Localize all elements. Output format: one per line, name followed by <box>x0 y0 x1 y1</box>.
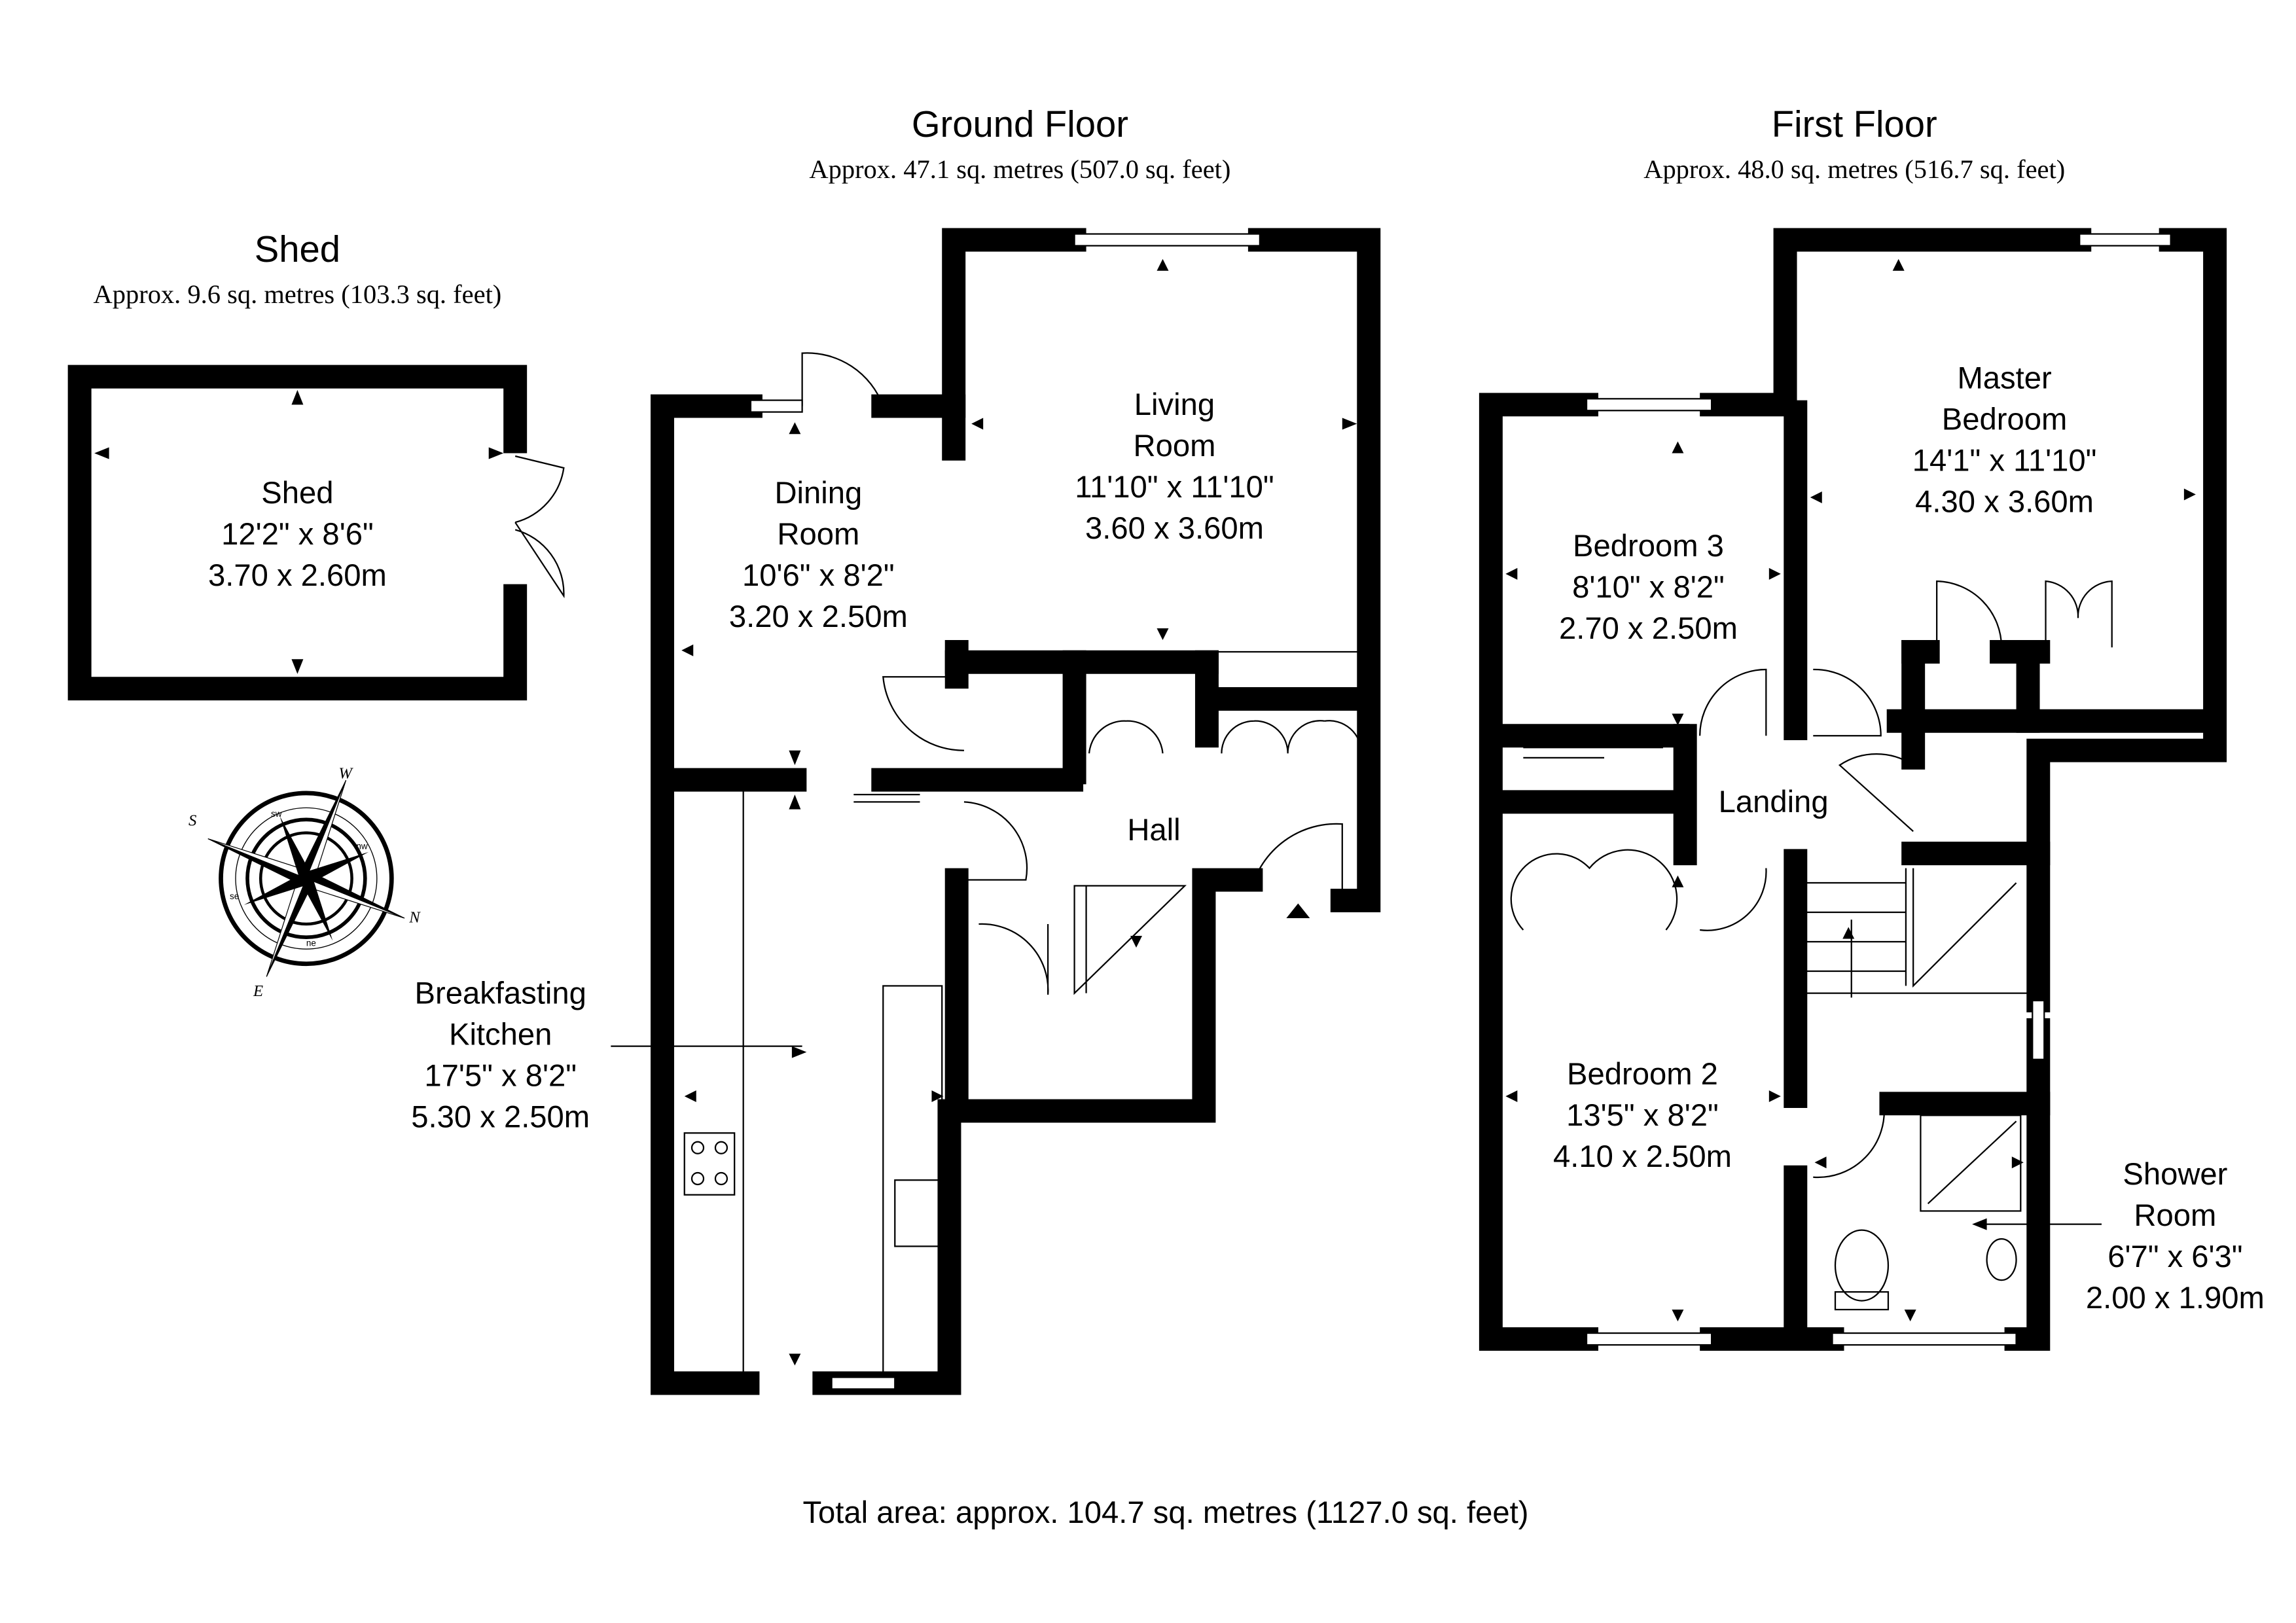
ground-floor-area: Approx. 47.1 sq. metres (507.0 sq. feet) <box>809 154 1230 184</box>
living-imperial: 11'10" x 11'10" <box>1075 470 1274 505</box>
ground-floor-plan <box>611 228 1381 1395</box>
total-area: Total area: approx. 104.7 sq. metres (11… <box>802 1495 1528 1530</box>
bedroom2-imperial: 13'5" x 8'2" <box>1566 1098 1719 1133</box>
dining-imperial: 10'6" x 8'2" <box>742 558 895 593</box>
master-name2: Bedroom <box>1942 402 2068 437</box>
shower-name1: Shower <box>2123 1157 2227 1192</box>
shower-metric: 2.00 x 1.90m <box>2086 1281 2265 1315</box>
first-floor-plan <box>1479 228 2227 1351</box>
master-imperial: 14'1" x 11'10" <box>1912 443 2097 478</box>
shed-plan <box>67 365 565 701</box>
landing-name: Landing <box>1719 785 1829 819</box>
living-metric: 3.60 x 3.60m <box>1085 511 1264 546</box>
compass-ne: ne <box>306 938 316 948</box>
dining-metric: 3.20 x 2.50m <box>729 599 908 634</box>
compass-sw: sw <box>271 809 282 819</box>
shower-imperial: 6'7" x 6'3" <box>2108 1240 2242 1274</box>
kitchen-imperial: 17'5" x 8'2" <box>424 1058 577 1093</box>
bedroom3-metric: 2.70 x 2.50m <box>1559 611 1738 646</box>
compass-w: W <box>338 764 353 782</box>
compass-n: N <box>408 909 421 927</box>
living-name2: Room <box>1134 429 1216 463</box>
bedroom3-name: Bedroom 3 <box>1573 529 1724 563</box>
shed-area: Approx. 9.6 sq. metres (103.3 sq. feet) <box>94 279 502 309</box>
master-metric: 4.30 x 3.60m <box>1915 484 2094 519</box>
bedroom2-metric: 4.10 x 2.50m <box>1553 1139 1732 1174</box>
kitchen-name2: Kitchen <box>449 1017 552 1052</box>
first-floor-title: First Floor <box>1772 103 1937 145</box>
first-floor-area: Approx. 48.0 sq. metres (516.7 sq. feet) <box>1643 154 2065 184</box>
shed-name: Shed <box>261 476 333 510</box>
hall-name: Hall <box>1127 813 1180 847</box>
shed-metric: 3.70 x 2.60m <box>208 558 387 593</box>
kitchen-name1: Breakfasting <box>415 976 586 1010</box>
bedroom3-imperial: 8'10" x 8'2" <box>1572 570 1725 605</box>
master-name1: Master <box>1957 361 2051 396</box>
compass-se: se <box>230 891 239 901</box>
compass-s: S <box>188 812 196 829</box>
bedroom2-name: Bedroom 2 <box>1567 1057 1718 1092</box>
dining-name2: Room <box>777 517 859 552</box>
living-name1: Living <box>1134 387 1215 422</box>
shed-imperial: 12'2" x 8'6" <box>221 517 374 552</box>
kitchen-metric: 5.30 x 2.50m <box>411 1099 590 1134</box>
compass-e: E <box>253 982 263 1000</box>
compass-nw: nw <box>356 841 367 851</box>
dining-name1: Dining <box>774 476 862 510</box>
compass-rose-icon: N W S E sw nw se ne <box>188 764 421 1000</box>
shower-name2: Room <box>2134 1198 2216 1233</box>
ground-floor-title: Ground Floor <box>912 103 1128 145</box>
shed-title: Shed <box>255 228 340 270</box>
